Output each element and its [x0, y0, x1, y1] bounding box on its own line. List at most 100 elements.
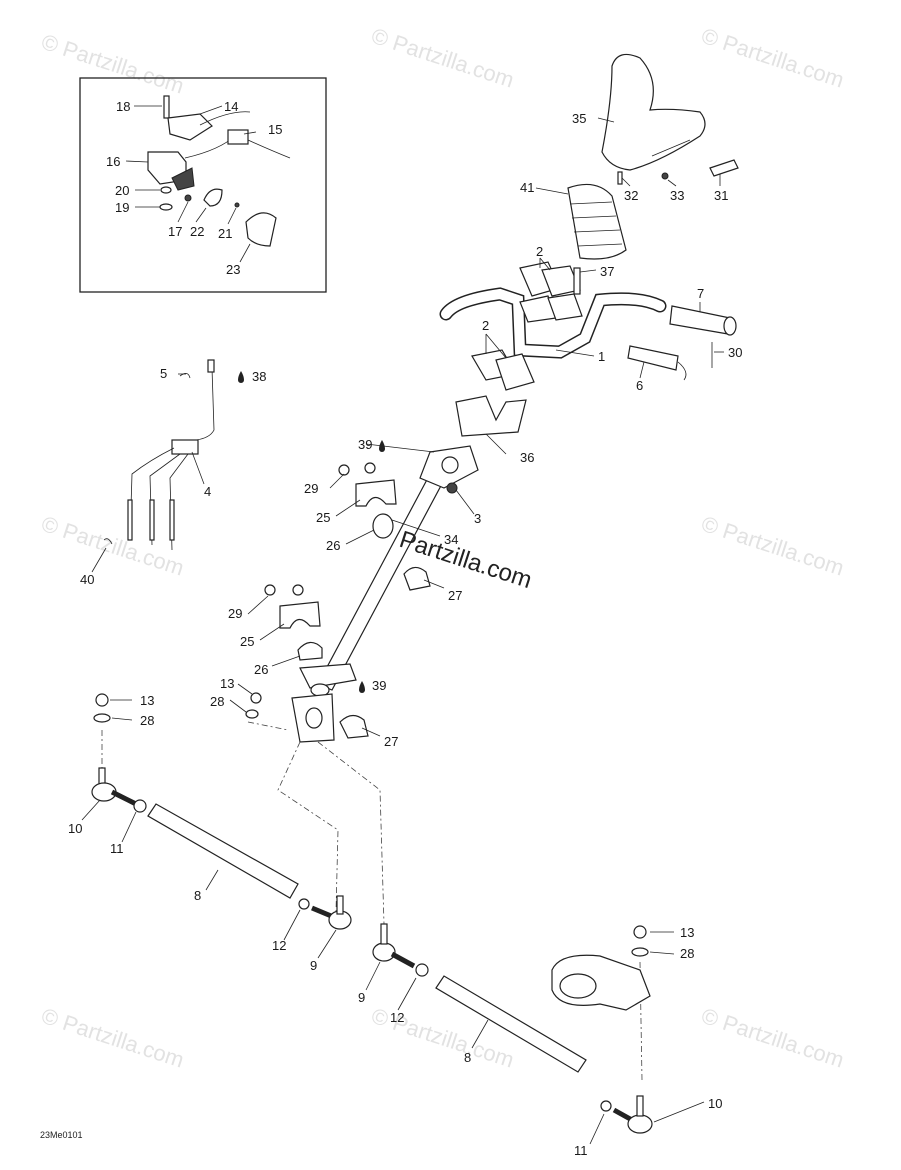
- nut-29-a: [338, 464, 350, 476]
- nut-33: [661, 172, 669, 180]
- callout-label: 8: [464, 1050, 471, 1065]
- callout-label: 19: [115, 200, 129, 215]
- callout-label: 12: [272, 938, 286, 953]
- clamp-27-b: [339, 714, 369, 739]
- screw-17: [184, 194, 192, 202]
- watermark: © Partzilla.com: [698, 511, 847, 581]
- clamp-25-a: [355, 479, 397, 507]
- clip-5: [179, 373, 191, 379]
- cover-35: [601, 53, 706, 171]
- callout-label: 15: [268, 122, 282, 137]
- diagram-code: 23Me0101: [40, 1130, 83, 1140]
- callout-label: 16: [106, 154, 120, 169]
- callout-label: 32: [624, 188, 638, 203]
- handlebar-assembly: [439, 261, 737, 437]
- nut-29-b: [264, 584, 276, 596]
- callout-label: 35: [572, 111, 586, 126]
- callout-label: 17: [168, 224, 182, 239]
- callout-label: 20: [115, 183, 129, 198]
- callout-label: 28: [140, 713, 154, 728]
- clamp-25-b: [279, 601, 321, 629]
- clamps-upper: [338, 462, 431, 591]
- callout-label: 13: [680, 925, 694, 940]
- housing-14: [167, 113, 213, 141]
- junction-box-4: [171, 439, 199, 455]
- switch-15: [227, 129, 249, 145]
- callout-label: 39: [372, 678, 386, 693]
- lubricant-drop-icon: [359, 681, 365, 693]
- watermark: © Partzilla.com: [38, 511, 187, 581]
- bolt-37: [573, 267, 581, 295]
- strip-31: [709, 159, 739, 177]
- nut-12-a: [298, 898, 310, 910]
- callout-label: 38: [252, 369, 266, 384]
- watermark: © Partzilla.com: [368, 23, 517, 93]
- steering-column: [291, 445, 479, 743]
- nut-13-b: [250, 692, 262, 704]
- lever-22: [203, 188, 223, 207]
- callout-label: 27: [384, 734, 398, 749]
- callout-label: 33: [670, 188, 684, 203]
- callout-label: 5: [160, 366, 167, 381]
- callout-label: 36: [520, 450, 534, 465]
- watermark: © Partzilla.com: [698, 1003, 847, 1073]
- callout-label: 2: [536, 244, 543, 259]
- nut-11-a: [133, 799, 147, 813]
- callout-label: 28: [680, 946, 694, 961]
- callout-label: 13: [220, 676, 234, 691]
- callout-label: 22: [190, 224, 204, 239]
- clamp-27-a: [403, 566, 431, 591]
- pin-21: [234, 202, 240, 208]
- nut-12-b: [415, 963, 429, 977]
- callout-label: 1: [598, 349, 605, 364]
- cable-assembly: [103, 359, 215, 551]
- callout-label: 27: [448, 588, 462, 603]
- callout-label: 26: [254, 662, 268, 677]
- screw-18: [163, 95, 170, 119]
- callout-label: 8: [194, 888, 201, 903]
- watermark: © Partzilla.com: [698, 23, 847, 93]
- washer-20: [160, 186, 172, 194]
- callout-label: 31: [714, 188, 728, 203]
- watermark: © Partzilla.com: [38, 1003, 187, 1073]
- callout-label: 37: [600, 264, 614, 279]
- cover-assembly: [567, 53, 739, 260]
- end-9-b: [372, 942, 396, 962]
- boot-41: [567, 183, 627, 260]
- nut-11-b: [600, 1100, 612, 1112]
- heater-element-6: [627, 345, 679, 371]
- callout-label: 11: [574, 1143, 588, 1158]
- lubricant-drop-icon: [238, 371, 244, 383]
- clamps-lower: [245, 584, 369, 739]
- callout-label: 39: [358, 437, 372, 452]
- thumb-lever-23: [245, 212, 277, 247]
- washer-28-b: [245, 709, 259, 719]
- alignment-line: [317, 741, 385, 925]
- end-10-b: [627, 1114, 653, 1134]
- callout-label: 2: [482, 318, 489, 333]
- callout-label: 10: [708, 1096, 722, 1111]
- washer-28-a: [93, 713, 111, 723]
- bushing-26-b: [297, 641, 323, 661]
- callout-label: 40: [80, 572, 94, 587]
- lower-flange: [299, 663, 357, 689]
- riser-36: [455, 395, 527, 437]
- callout-label: 6: [636, 378, 643, 393]
- callout-label: 7: [697, 286, 704, 301]
- washer-28-c: [631, 947, 649, 957]
- callout-label: 41: [520, 180, 534, 195]
- callout-label: 4: [204, 484, 211, 499]
- callouts: 18 14 15 16 20 19 17 22 21 23 2 37 7 2 1…: [68, 99, 742, 1158]
- callout-label: 29: [304, 481, 318, 496]
- callout-label: 10: [68, 821, 82, 836]
- callout-label: 12: [390, 1010, 404, 1025]
- callout-label: 11: [110, 841, 124, 856]
- callout-label: 25: [316, 510, 330, 525]
- watermark: © Partzilla.com: [38, 29, 187, 99]
- callout-label: 9: [358, 990, 365, 1005]
- callout-label: 25: [240, 634, 254, 649]
- nut-13-a: [95, 693, 109, 707]
- clip-40: [103, 538, 113, 545]
- callout-label: 26: [326, 538, 340, 553]
